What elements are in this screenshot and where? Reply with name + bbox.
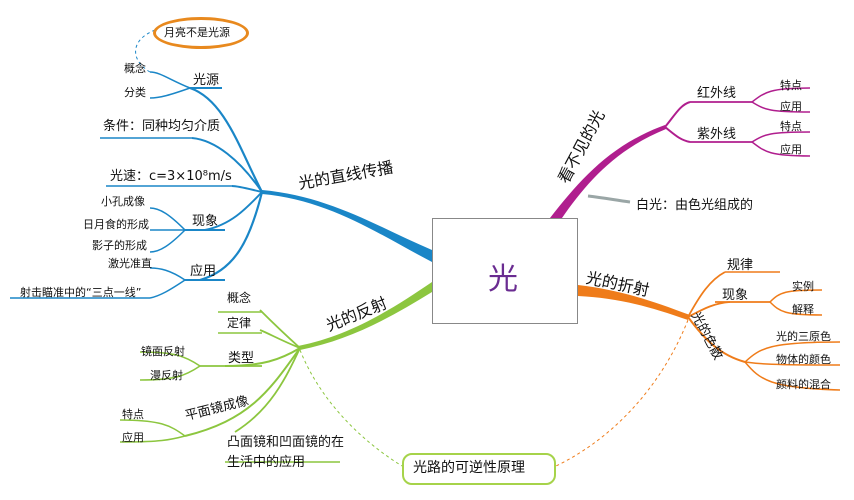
phenomena-example: 实例 xyxy=(792,280,814,293)
moon-note-oval xyxy=(153,17,249,49)
application-shooting: 射击瞄准中的“三点一线” xyxy=(20,286,142,299)
refraction-phenomena: 现象 xyxy=(722,288,749,303)
plane-feature: 特点 xyxy=(122,408,144,421)
condition-label: 条件：同种均匀介质 xyxy=(103,119,221,134)
refraction-law: 规律 xyxy=(727,258,754,273)
ultraviolet-label: 紫外线 xyxy=(697,127,737,142)
ultraviolet-feature: 特点 xyxy=(780,120,802,133)
phenomena-pinhole: 小孔成像 xyxy=(101,195,145,208)
dashed-green-to-reversibility xyxy=(299,349,403,467)
orange-main-branch xyxy=(578,285,690,320)
dispersion-primary-colors: 光的三原色 xyxy=(776,330,831,343)
application-laser: 激光准直 xyxy=(108,257,152,270)
moon-note: 月亮不是光源 xyxy=(164,26,230,39)
plane-application: 应用 xyxy=(122,431,144,444)
infrared-label: 红外线 xyxy=(697,86,737,101)
types-diffuse: 漫反射 xyxy=(150,369,183,382)
center-topic-box xyxy=(432,218,578,324)
convex-concave-line2: 生活中的应用 xyxy=(227,455,306,470)
phenomena-eclipse: 日月食的形成 xyxy=(83,218,149,231)
phenomena-label: 现象 xyxy=(192,214,219,229)
ultraviolet-application: 应用 xyxy=(780,143,802,156)
magenta-main-branch xyxy=(550,125,666,218)
reflection-types: 类型 xyxy=(228,351,255,366)
blue-hub-speed xyxy=(231,185,263,193)
dispersion-pigment-mix: 颜料的混合 xyxy=(776,378,831,391)
reversibility-box xyxy=(402,453,556,485)
white-light-label: 白光：由色光组成的 xyxy=(636,198,754,213)
reflection-law: 定律 xyxy=(227,316,252,330)
dashed-orange-to-reversibility xyxy=(555,319,689,467)
blue-hub-phenomena xyxy=(204,191,263,231)
application-label: 应用 xyxy=(190,264,217,279)
phenomena-shadow: 影子的形成 xyxy=(92,239,147,252)
blue-hub-condition xyxy=(191,137,263,193)
blue-hub-source xyxy=(189,86,263,193)
grey-white-light-stub xyxy=(587,194,631,204)
dashed-source-to-moon xyxy=(135,29,156,73)
dispersion-object-color: 物体的颜色 xyxy=(776,353,831,366)
green-main-branch xyxy=(298,282,432,350)
blue-main-branch xyxy=(262,190,432,262)
source-classification: 分类 xyxy=(124,86,146,99)
convex-concave-line1: 凸面镜和凹面镜的在 xyxy=(227,435,345,450)
types-specular: 镜面反射 xyxy=(141,345,185,358)
infrared-application: 应用 xyxy=(780,100,802,113)
source-concept: 概念 xyxy=(124,62,146,75)
reflection-concept: 概念 xyxy=(227,291,252,305)
speed-label: 光速：c=3×10⁸m/s xyxy=(110,169,232,184)
infrared-feature: 特点 xyxy=(780,79,802,92)
reversibility-label: 光路的可逆性原理 xyxy=(413,460,525,476)
blue-hub-application xyxy=(199,191,264,282)
phenomena-explanation: 解释 xyxy=(792,303,814,316)
center-topic: 光 xyxy=(488,262,518,297)
source-label: 光源 xyxy=(193,73,220,88)
